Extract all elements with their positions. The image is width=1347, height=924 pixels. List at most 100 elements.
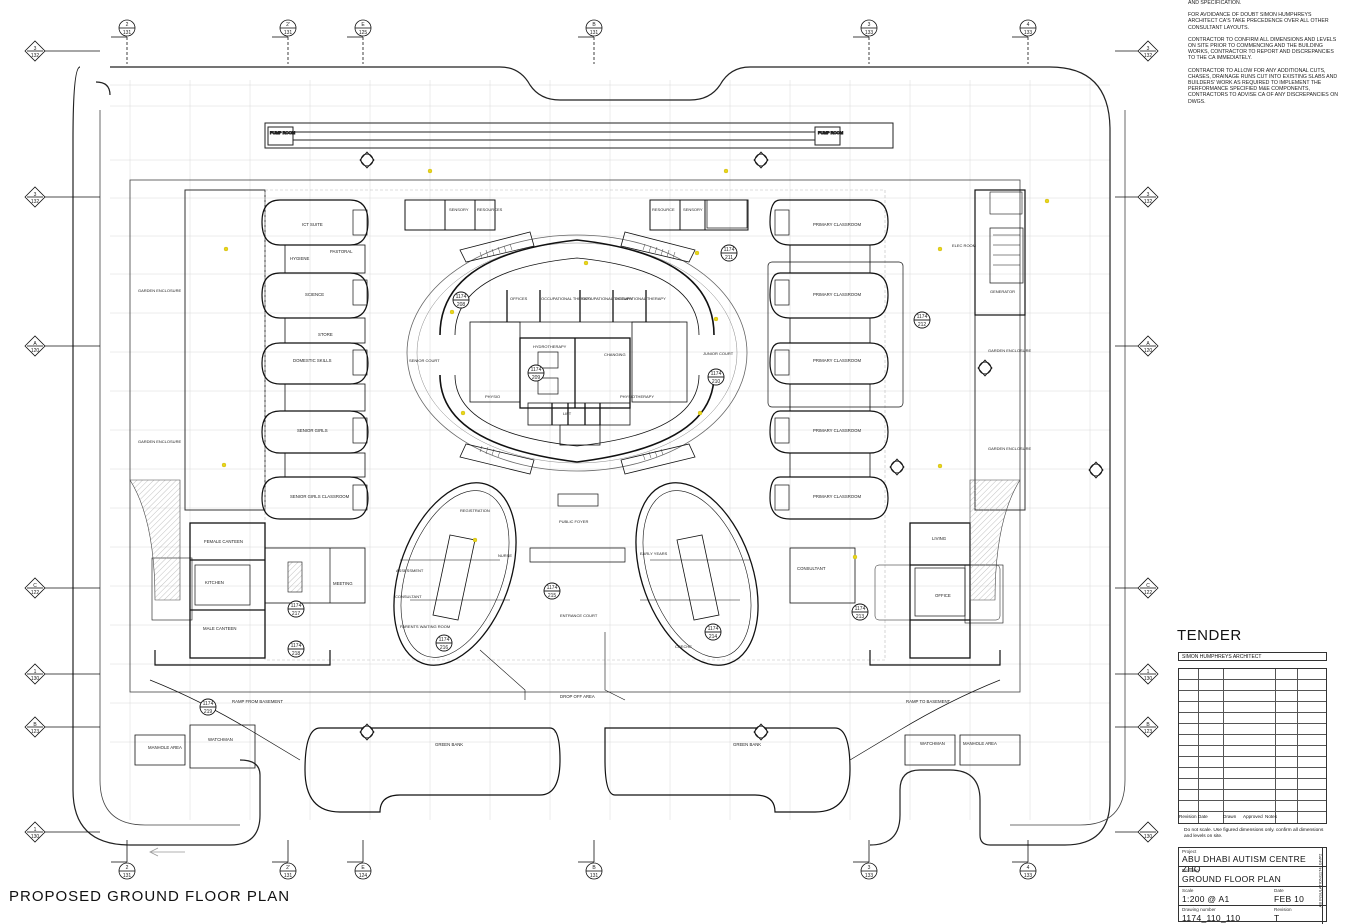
svg-text:2: 2 — [126, 22, 129, 28]
rev-header: Notes — [1265, 814, 1278, 819]
meeting-label: MEETING — [333, 581, 353, 586]
svg-text:C: C — [33, 583, 37, 589]
revision-headers: Revision Date Drawn Approved Notes — [1179, 814, 1329, 819]
svg-text:3: 3 — [34, 46, 37, 52]
svg-text:1: 1 — [34, 669, 37, 675]
generator-label: GENERATOR — [990, 289, 1015, 294]
sensory-label: SENSORY — [449, 207, 469, 212]
svg-text:3: 3 — [868, 22, 871, 28]
green-bank-1-label: GREEN BANK — [435, 742, 463, 747]
svg-text:131: 131 — [590, 873, 599, 879]
physiotherapy-label: PHYSIOTHERAPY — [620, 394, 654, 399]
svg-text:132: 132 — [31, 199, 40, 205]
svg-text:B: B — [33, 722, 37, 728]
svg-text:130: 130 — [31, 676, 40, 682]
svg-text:217: 217 — [292, 611, 301, 617]
hygiene-label: HYGIENE — [290, 256, 309, 261]
svg-text:A: A — [1146, 341, 1150, 347]
svg-text:1174: 1174 — [456, 294, 467, 300]
kitchen-label: KITCHEN — [205, 580, 224, 585]
date-value: FEB 10 — [1274, 894, 1305, 904]
svg-text:210: 210 — [712, 379, 721, 385]
rev-header: Approved — [1243, 814, 1263, 819]
svg-text:3: 3 — [868, 865, 871, 871]
svg-text:C: C — [1146, 583, 1150, 589]
svg-text:120: 120 — [1144, 348, 1153, 354]
ramp-right-label: RAMP TO BASEMENT — [906, 699, 951, 704]
svg-text:133: 133 — [1024, 873, 1033, 879]
note-4: CONTRACTOR TO ALLOW FOR ANY ADDITIONAL C… — [1188, 67, 1338, 105]
svg-text:131: 131 — [123, 873, 132, 879]
note-1: AND SPECIFICATION. — [1188, 0, 1242, 6]
drop-off-label: DROP OFF AREA — [560, 694, 595, 699]
early-years-label: EARLY YEARS — [640, 551, 668, 556]
title-block: SIMON HUMPHREYS ARCHITECT Revision Date … — [1176, 650, 1329, 923]
svg-text:215: 215 — [548, 593, 557, 599]
ramp-left-label: RAMP FROM BASEMENT — [232, 699, 283, 704]
senior-girls-class-label: SENIOR GIRLS CLASSROOM — [290, 494, 350, 499]
domestic-skills-label: DOMESTIC SKILLS — [293, 358, 332, 363]
project-value: ABU DHABI AUTISM CENTRE ZHO — [1182, 854, 1307, 874]
south-pods — [393, 482, 759, 666]
senior-court-label: SENIOR COURT — [409, 358, 440, 363]
assessment-label: ASSESSMENT — [396, 568, 424, 573]
svg-text:133: 133 — [865, 873, 874, 879]
svg-text:130: 130 — [1144, 834, 1153, 840]
pastoral-label: PASTORAL — [330, 249, 353, 254]
revision-table — [1178, 668, 1327, 824]
svg-text:131: 131 — [590, 30, 599, 36]
hydrotherapy-label: HYDROTHERAPY — [533, 344, 567, 349]
drawing-key: Drawing — [1182, 868, 1199, 873]
disclaimer: Do not scale. Use figured dimensions onl… — [1184, 828, 1324, 839]
elec-room-label: ELEC ROOM — [952, 243, 976, 248]
parents-waiting-label: PARENTS WAITING ROOM — [400, 624, 450, 629]
file-path: AB INSULATION/1174_GF/P2 — [1317, 853, 1323, 908]
date-key: Date — [1274, 888, 1284, 893]
svg-text:213: 213 — [856, 614, 865, 620]
revision-value: T — [1274, 913, 1280, 923]
primary-class-2-label: PRIMARY CLASSROOM — [813, 292, 861, 297]
number-value: 1174_110_110 — [1182, 913, 1241, 923]
consultant-label: CONSULTANT — [395, 594, 422, 599]
svg-text:1174: 1174 — [547, 585, 558, 591]
svg-text:E: E — [361, 22, 365, 28]
svg-text:124: 124 — [359, 873, 368, 879]
occ-therapy-1-label: OCCUPATIONAL THERAPY — [541, 296, 592, 301]
svg-text:131: 131 — [284, 873, 293, 879]
right-wing-labels: PRIMARY CLASSROOM PRIMARY CLASSROOM PRIM… — [813, 222, 861, 499]
drawing-info: Project ABU DHABI AUTISM CENTRE ZHO Draw… — [1178, 847, 1327, 923]
file-path-strip: AB INSULATION/1174_GF/P2 — [1317, 848, 1331, 924]
sensory-right-label: SENSORY — [683, 207, 703, 212]
garden-enclosure-3-label: GARDEN ENCLOSURE — [988, 348, 1031, 353]
svg-text:123: 123 — [31, 729, 40, 735]
svg-text:214: 214 — [709, 634, 718, 640]
left-classroom-wing — [261, 199, 369, 520]
pump-room-right-label: PUMP ROOM — [818, 130, 843, 135]
occ-therapy-2-label: OCCUPATIONAL THERAPY — [582, 296, 633, 301]
svg-text:4: 4 — [1027, 865, 1030, 871]
note-2: FOR AVOIDANCE OF DOUBT SIMON HUMPHREYS A… — [1188, 12, 1329, 31]
svg-text:1: 1 — [1147, 669, 1150, 675]
female-canteen-label: FEMALE CANTEEN — [204, 539, 243, 544]
watchman-1-label: WATCHMAN — [208, 737, 233, 742]
svg-text:132: 132 — [1144, 53, 1153, 59]
drawing-title: PROPOSED GROUND FLOOR PLAN — [9, 888, 291, 905]
scale-key: Scale — [1182, 888, 1194, 893]
ramp-hatching — [129, 479, 1021, 601]
lift-label: LIFT — [563, 411, 572, 416]
